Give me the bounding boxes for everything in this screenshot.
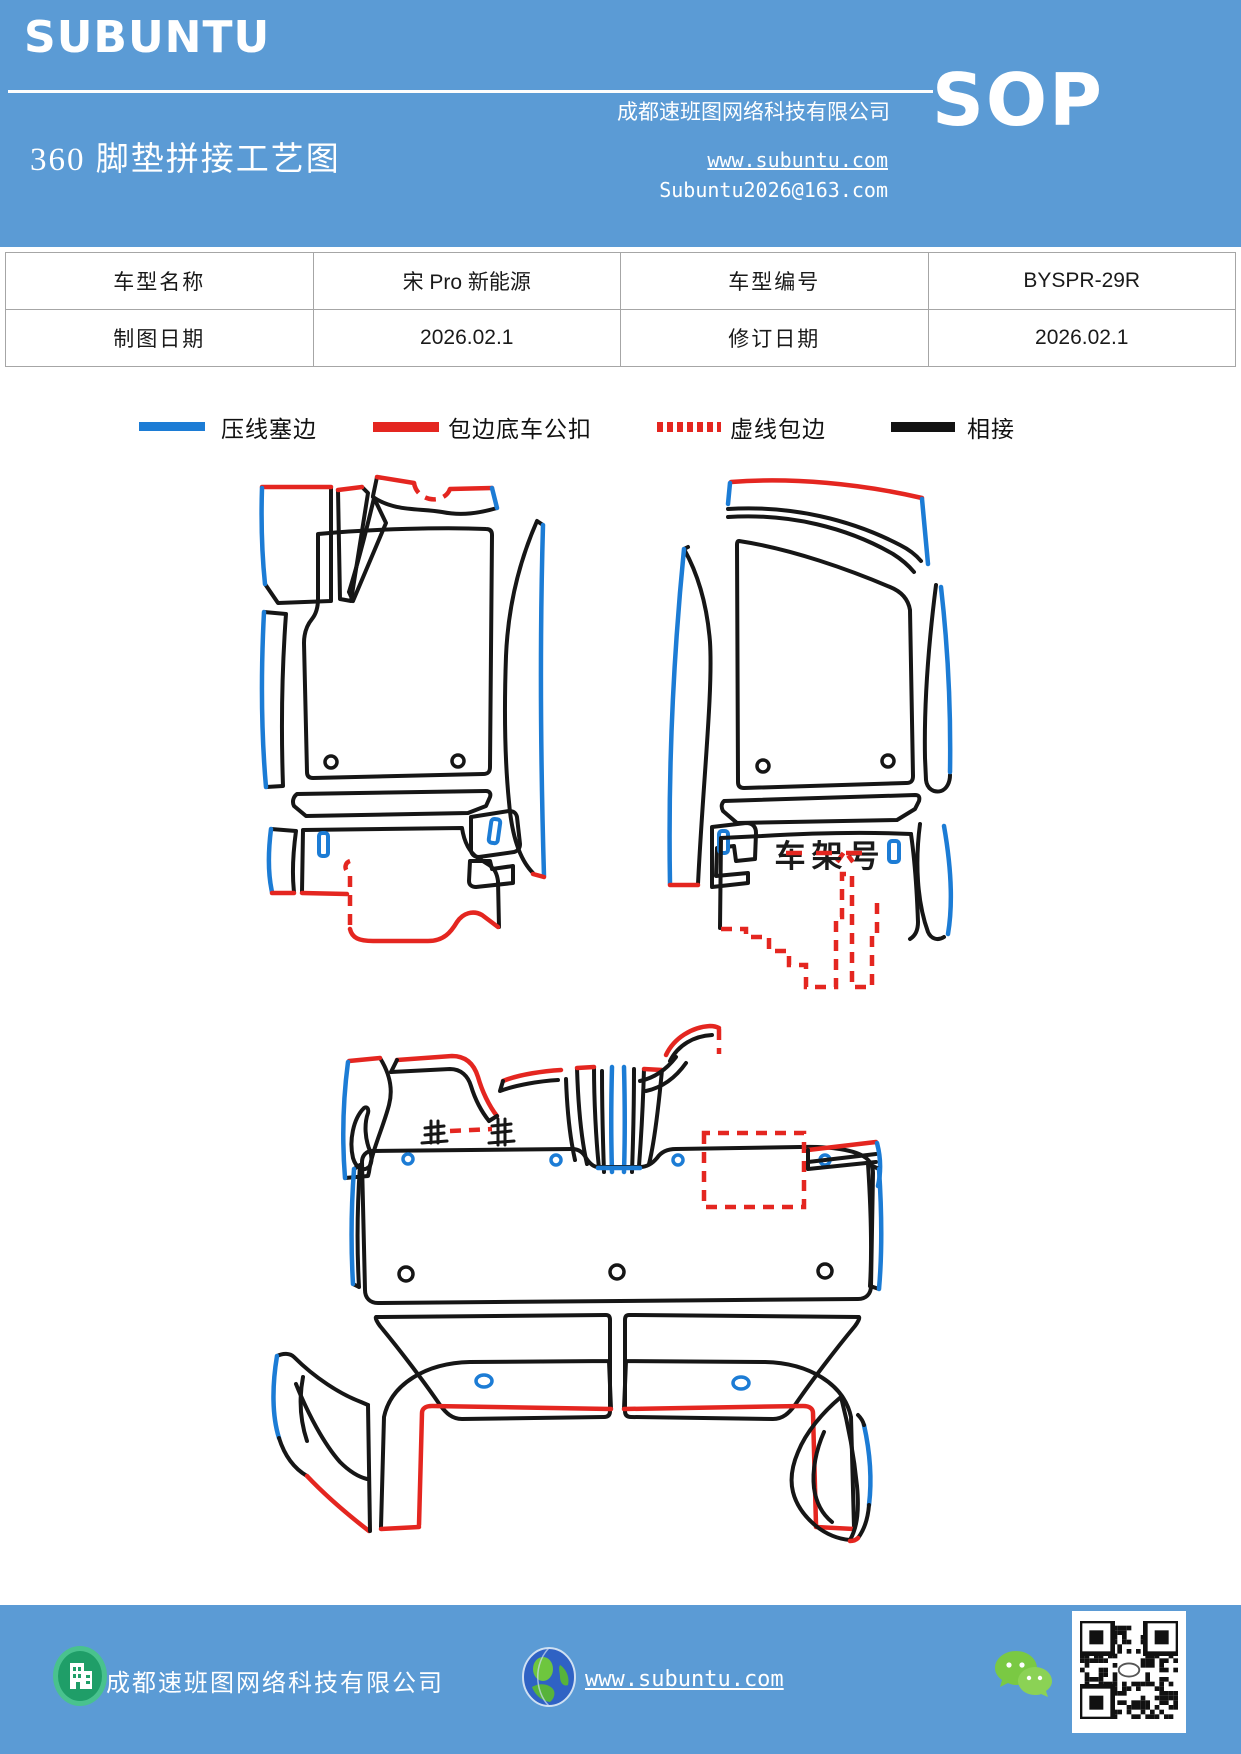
legend-red-line-swatch xyxy=(373,422,439,432)
eyelet-hole xyxy=(816,1262,834,1280)
revision-date-label: 修订日期 xyxy=(620,309,929,367)
model-code-value: BYSPR-29R xyxy=(927,252,1236,310)
legend-label: 压线塞边 xyxy=(221,417,317,442)
table-row: 制图日期 2026.02.1 修订日期 2026.02.1 xyxy=(5,309,1236,367)
header-website-link[interactable]: www.subuntu.com xyxy=(707,148,888,172)
brand-logo: SUBUNTU xyxy=(24,12,271,63)
eyelet-hole xyxy=(450,753,466,769)
model-code-label: 车型编号 xyxy=(620,252,929,310)
legend-dotted-line-swatch xyxy=(657,422,721,432)
header-divider xyxy=(8,90,933,93)
footer-website-link[interactable]: www.subuntu.com xyxy=(585,1667,784,1692)
building-icon xyxy=(53,1646,107,1706)
snap-hole xyxy=(401,1152,415,1166)
diagram-rear-mat xyxy=(271,1023,884,1544)
vehicle-name-label: 车型名称 xyxy=(5,252,314,310)
diagram-front-left-mat xyxy=(259,474,547,944)
footer: 成都速班图网络科技有限公司 www.subuntu.com xyxy=(0,1605,1241,1754)
vehicle-info-table: 车型名称 宋 Pro 新能源 车型编号 BYSPR-29R 制图日期 2026.… xyxy=(5,252,1236,367)
draw-date-value: 2026.02.1 xyxy=(312,309,621,367)
header: SUBUNTU 360 脚垫拼接工艺图 成都速班图网络科技有限公司 SOP ww… xyxy=(0,0,1241,247)
strap-slot xyxy=(486,816,503,846)
eyelet-hole xyxy=(755,758,771,774)
handle-slot xyxy=(731,1375,751,1391)
eyelet-hole xyxy=(323,754,339,770)
header-company-name: 成都速班图网络科技有限公司 xyxy=(617,100,890,124)
legend-black-line-swatch xyxy=(891,422,955,432)
page-title: 360 脚垫拼接工艺图 xyxy=(30,142,341,178)
qr-code xyxy=(1072,1611,1186,1733)
handle-slot xyxy=(474,1373,494,1389)
legend-label: 虚线包边 xyxy=(730,417,826,442)
legend-blue-line-swatch xyxy=(139,422,205,431)
snap-hole xyxy=(671,1153,685,1167)
sop-badge: SOP xyxy=(932,58,1104,142)
snap-hole xyxy=(549,1153,563,1167)
globe-icon xyxy=(522,1647,576,1707)
footer-company-name: 成都速班图网络科技有限公司 xyxy=(106,1671,444,1697)
legend-label: 包边底车公扣 xyxy=(448,417,592,442)
header-email: Subuntu2026@163.com xyxy=(659,178,888,202)
draw-date-label: 制图日期 xyxy=(5,309,314,367)
wechat-icon xyxy=(995,1651,1052,1697)
diagram-front-right-mat: 车架号 xyxy=(667,478,954,990)
table-row: 车型名称 宋 Pro 新能源 车型编号 BYSPR-29R xyxy=(5,252,1236,310)
eyelet-hole xyxy=(880,753,896,769)
legend-label: 相接 xyxy=(967,417,1015,442)
eyelet-hole xyxy=(608,1263,626,1281)
eyelet-hole xyxy=(397,1265,415,1283)
frame-number-label: 车架号 xyxy=(775,839,886,874)
revision-date-value: 2026.02.1 xyxy=(927,309,1236,367)
vehicle-name-value: 宋 Pro 新能源 xyxy=(312,252,621,310)
strap-slot xyxy=(317,831,330,858)
strap-slot xyxy=(887,839,901,864)
mat-splicing-diagram: 车架号 xyxy=(259,474,954,1544)
